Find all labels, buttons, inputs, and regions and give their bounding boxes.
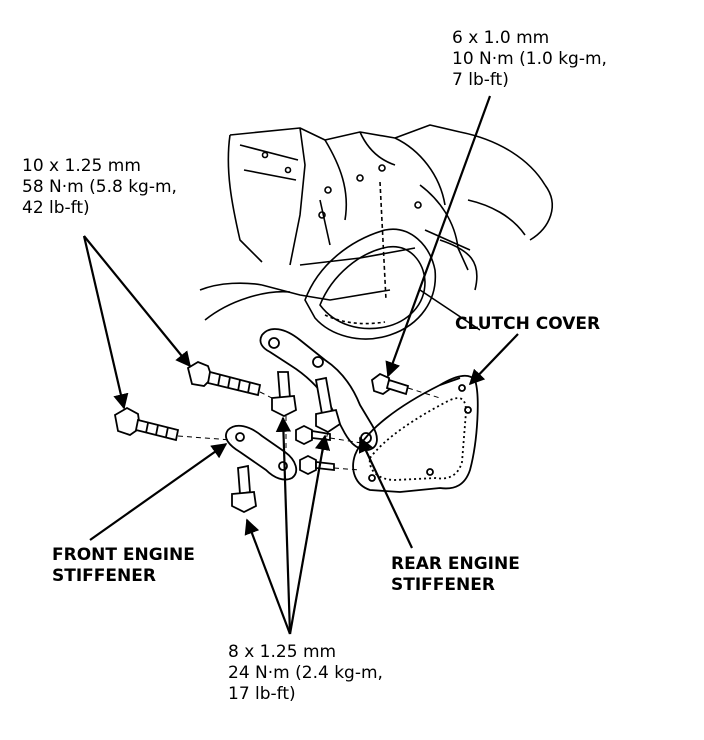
callout-torque-lbft: 42 lb-ft): [22, 198, 90, 218]
callout-size: 8 x 1.25 mm: [228, 642, 337, 662]
callout-size: 10 x 1.25 mm: [22, 156, 141, 176]
callout-torque: 24 N·m (2.4 kg-m,: [228, 663, 383, 683]
bolt-8x125-c: [231, 464, 257, 514]
clutch-cover-label: CLUTCH COVER: [455, 314, 601, 334]
front-engine-stiffener-label: FRONT ENGINE STIFFENER: [52, 545, 195, 586]
leader-arrows: [82, 95, 519, 635]
front-engine-stiffener: [225, 424, 298, 481]
callout-torque-lbft: 7 lb-ft): [452, 70, 509, 90]
callout-6x10-mm: 6 x 1.0 mm 10 N·m (1.0 kg-m, 7 lb-ft): [452, 28, 607, 91]
callout-size: 6 x 1.0 mm: [452, 28, 550, 48]
bolt-8x125-e: [299, 454, 335, 476]
bolt-10x125-upper: [186, 360, 262, 397]
bolt-8x125-a: [271, 371, 297, 418]
rear-engine-stiffener-label: REAR ENGINE STIFFENER: [391, 554, 520, 595]
callout-8x125-mm: 8 x 1.25 mm 24 N·m (2.4 kg-m, 17 lb-ft): [228, 642, 383, 705]
callout-10x125-mm: 10 x 1.25 mm 58 N·m (5.8 kg-m, 42 lb-ft): [22, 156, 177, 219]
clutch-cover: [352, 374, 479, 493]
engine-block-outline: [199, 124, 554, 340]
callout-torque: 58 N·m (5.8 kg-m,: [22, 177, 177, 197]
callout-torque: 10 N·m (1.0 kg-m,: [452, 49, 607, 69]
bolt-6x10: [371, 372, 410, 396]
callout-torque-lbft: 17 lb-ft): [228, 684, 296, 704]
bolt-8x125-b: [314, 376, 342, 434]
bolt-10x125-lower: [113, 406, 180, 442]
